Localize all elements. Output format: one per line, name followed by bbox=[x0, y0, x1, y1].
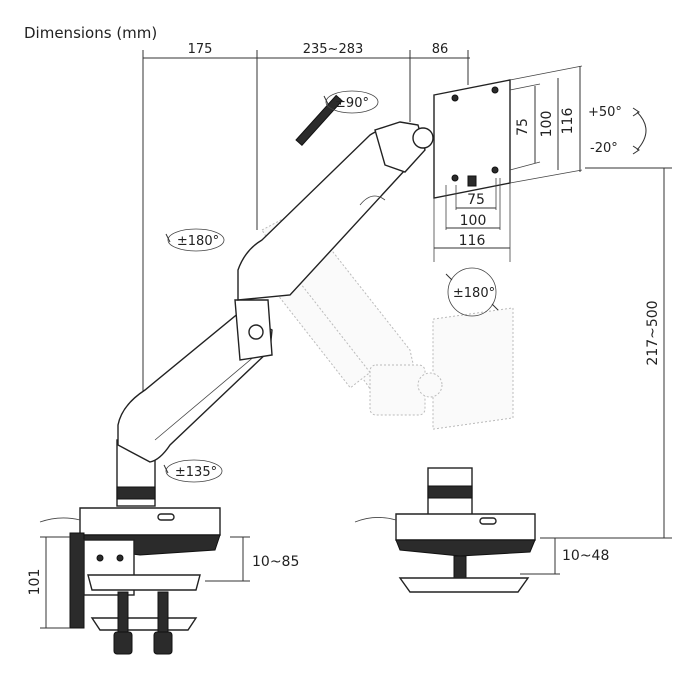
monitor-arm-body bbox=[116, 94, 434, 507]
dim-arm-reach: 235~283 bbox=[303, 42, 364, 57]
clamp-base bbox=[39, 507, 221, 655]
diagram-title: Dimensions (mm) bbox=[24, 24, 157, 42]
vesa-plate bbox=[433, 79, 511, 199]
grommet-desk-thickness-label: 10~48 bbox=[562, 548, 609, 564]
vesa-h-inner: 75 bbox=[467, 192, 485, 208]
vesa-h-mid: 100 bbox=[460, 213, 487, 229]
base-rotation-badge: ±135° bbox=[163, 459, 223, 483]
swivel-label: ±90° bbox=[335, 96, 369, 111]
tilt-arrow-icon bbox=[636, 111, 647, 151]
height-range-label: 217~500 bbox=[645, 300, 661, 365]
grommet-base bbox=[354, 467, 536, 593]
swivel-rotation-badge: ±90° bbox=[323, 90, 379, 114]
dim-base-to-joint: 175 bbox=[188, 42, 213, 57]
base-rotation-label: ±135° bbox=[175, 465, 217, 480]
clamp-desk-thickness-label: 10~85 bbox=[252, 554, 299, 570]
vesa-v-outer: 116 bbox=[560, 108, 576, 135]
height-range-dimension bbox=[540, 167, 672, 539]
clamp-height-label: 101 bbox=[27, 569, 43, 596]
vesa-v-mid: 100 bbox=[539, 111, 555, 138]
vesa-h-outer: 116 bbox=[459, 233, 486, 249]
tilt-down-label: -20° bbox=[590, 141, 618, 156]
head-rotation-badge: ±180° bbox=[445, 267, 499, 317]
arm-rotation-badge: ±180° bbox=[165, 228, 225, 252]
vesa-dimension-lines bbox=[433, 65, 583, 262]
vesa-v-inner: 75 bbox=[515, 118, 531, 136]
dim-head-depth: 86 bbox=[432, 42, 449, 57]
arm-rotation-label: ±180° bbox=[177, 234, 219, 249]
head-rotation-label: ±180° bbox=[453, 286, 495, 301]
tilt-up-label: +50° bbox=[588, 105, 622, 120]
top-dimension-line bbox=[142, 50, 470, 400]
